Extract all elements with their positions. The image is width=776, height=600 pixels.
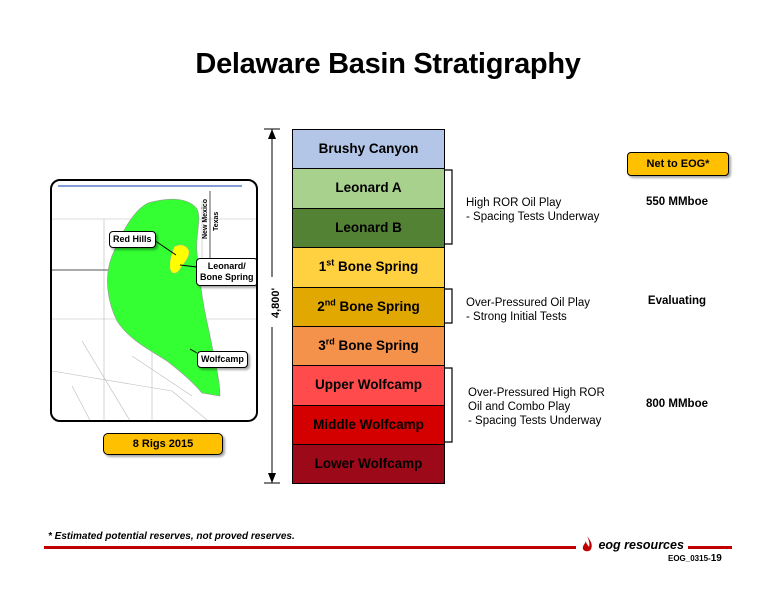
reserve-wolfcamp: 800 MMboe [646,398,708,410]
brace-2nd-bone-spring [444,288,453,324]
play-leonard: High ROR Oil Play - Spacing Tests Underw… [466,197,600,223]
state-label-new-mexico: New Mexico [202,198,209,239]
brace-wolfcamp [444,367,453,443]
layer-2ndbone-spring: 2nd Bone Spring [292,286,445,326]
label-leonard-bone-spring: Leonard/ Bone Spring [196,258,256,286]
thickness-label: 4,800' [270,287,282,318]
red-hills-area [169,244,190,274]
state-label-texas: Texas [213,211,220,231]
layer-upper-wolfcamp: Upper Wolfcamp [292,365,445,405]
delaware-basin-area [107,198,221,397]
basin-map: New Mexico Texas Red Hills Leonard/ Bone… [50,179,258,422]
logo-text: eog resources [598,538,684,553]
map-graphic [52,185,256,420]
reserve-leonard: 550 MMboe [646,196,708,208]
flame-icon [582,536,592,552]
layer-3rdbone-spring: 3rd Bone Spring [292,325,445,366]
label-red-hills: Red Hills [109,231,156,248]
layer-leonard-a: Leonard A [292,168,445,208]
net-to-eog-header: Net to EOG* [627,152,729,176]
page-title: Delaware Basin Stratigraphy [195,48,581,80]
brace-leonard [444,169,453,245]
company-logo: eog resources [576,535,688,557]
layer-leonard-b: Leonard B [292,207,445,248]
layer-middle-wolfcamp: Middle Wolfcamp [292,404,445,445]
label-wolfcamp: Wolfcamp [197,351,248,368]
footer-rule [44,546,732,549]
play-wolfcamp: Over-Pressured High ROR Oil and Combo Pl… [468,387,605,427]
rigs-badge: 8 Rigs 2015 [103,433,223,455]
footnote: * Estimated potential reserves, not prov… [48,531,295,542]
layer-1stbone-spring: 1st Bone Spring [292,247,445,287]
thickness-scale [264,128,280,484]
page-number: EOG_0315-19 [668,553,722,564]
layer-lower-wolfcamp: Lower Wolfcamp [292,444,445,484]
play-2nd-bone-spring: Over-Pressured Oil Play - Strong Initial… [466,297,590,323]
reserve-2nd-bone-spring: Evaluating [647,295,707,307]
layer-brushy-canyon: Brushy Canyon [292,129,445,169]
